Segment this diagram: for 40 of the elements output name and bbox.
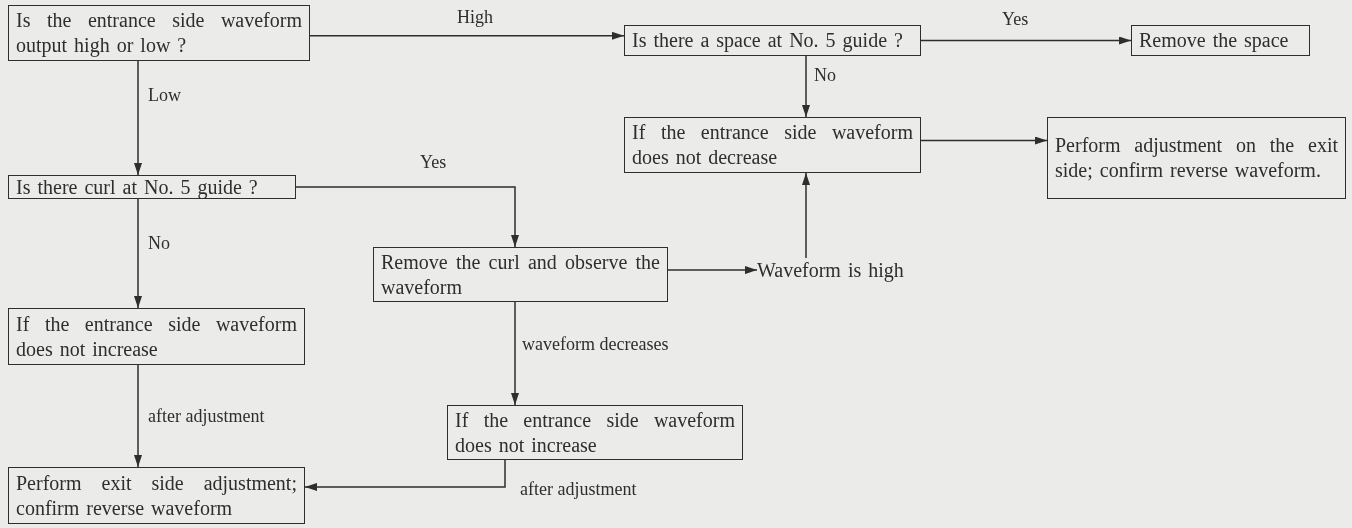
box-text: Is there a space at No. 5 guide ? xyxy=(632,28,904,53)
process-box xyxy=(8,175,296,199)
arrow xyxy=(802,55,810,118)
box-text: Remove the space xyxy=(1139,28,1290,53)
box-text: Remove the curl and observe the waveform xyxy=(381,249,660,300)
process-box xyxy=(1131,25,1310,56)
edge-label: waveform decreases xyxy=(521,333,670,355)
edge-label: Yes xyxy=(419,151,448,173)
edge-label: Yes xyxy=(1001,8,1030,30)
arrow xyxy=(802,172,810,259)
edge-label: High xyxy=(456,6,494,28)
edge-label: No xyxy=(147,232,171,254)
box-text: If the entrance side waveform does not increase xyxy=(455,407,735,458)
arrow xyxy=(295,186,519,248)
arrow xyxy=(667,266,758,275)
edge-label: after adjustment xyxy=(519,478,638,500)
arrow xyxy=(134,198,142,309)
box-text: If the entrance side waveform does not increase xyxy=(16,311,297,362)
arrow xyxy=(134,364,142,468)
arrow xyxy=(134,60,142,176)
box-text: Perform adjustment on the exit side; confirm reverse waveform. xyxy=(1055,133,1338,183)
arrow xyxy=(920,136,1048,145)
process-box xyxy=(624,117,921,173)
edge-label: Low xyxy=(147,84,182,106)
edge-label: after adjustment xyxy=(147,405,266,427)
edge-label: No xyxy=(813,64,837,86)
process-box xyxy=(624,25,921,56)
box-text: Perform exit side adjustment; confirm reverse waveform xyxy=(16,470,297,521)
process-box xyxy=(8,467,305,524)
box-text: Is there curl at No. 5 guide ? xyxy=(16,174,259,200)
box-text: Waveform is high xyxy=(757,257,905,283)
box-text: Is the entrance side waveform output high or low ? xyxy=(16,8,302,58)
arrow xyxy=(309,31,625,40)
arrow xyxy=(511,301,519,406)
process-box xyxy=(8,5,310,61)
process-box xyxy=(8,308,305,365)
box-text: If the entrance side waveform does not decrease xyxy=(632,120,913,170)
arrow xyxy=(920,36,1132,45)
process-box xyxy=(1047,117,1346,199)
arrow xyxy=(304,459,506,491)
